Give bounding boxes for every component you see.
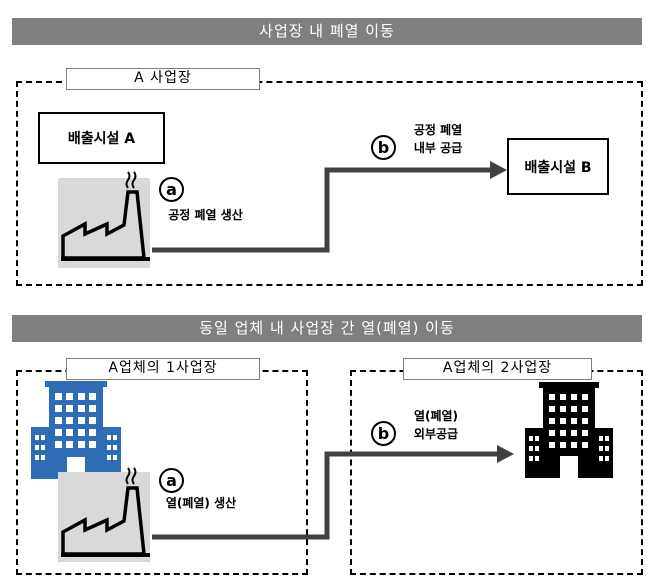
marker-b-1: b (371, 135, 396, 160)
site-a-label: A 사업장 (66, 68, 260, 90)
label-a-1: 공정 폐열 생산 (168, 208, 243, 222)
site-a-boundary (16, 81, 643, 286)
section1-title: 사업장 내 폐열 이동 (259, 22, 395, 40)
black-building-icon (525, 382, 613, 478)
factory-icon (58, 467, 150, 562)
section2-title: 동일 업체 내 사업장 간 열(폐열) 이동 (199, 319, 455, 337)
blue-building-icon (31, 381, 121, 479)
section2-title-banner: 동일 업체 내 사업장 간 열(폐열) 이동 (12, 315, 642, 342)
label-b-1-line1: 공정 폐열 (413, 123, 463, 137)
facility-a-box: 배출시설 A (38, 112, 165, 164)
label-a-2: 열(폐열) 생산 (165, 496, 237, 510)
label-b-1-line2: 내부 공급 (413, 141, 463, 155)
label-b-2-line2: 외부공급 (413, 427, 459, 441)
facility-b-box: 배출시설 B (507, 138, 609, 195)
site1-label: A업체의 1사업장 (66, 358, 260, 380)
marker-b-2: b (371, 421, 396, 446)
marker-a-1: a (159, 177, 184, 202)
factory-icon (58, 171, 150, 268)
marker-a-2: a (159, 468, 184, 493)
section1-title-banner: 사업장 내 폐열 이동 (12, 18, 642, 45)
site2-label: A업체의 2사업장 (403, 358, 592, 380)
label-b-2-line1: 열(폐열) (413, 409, 459, 423)
